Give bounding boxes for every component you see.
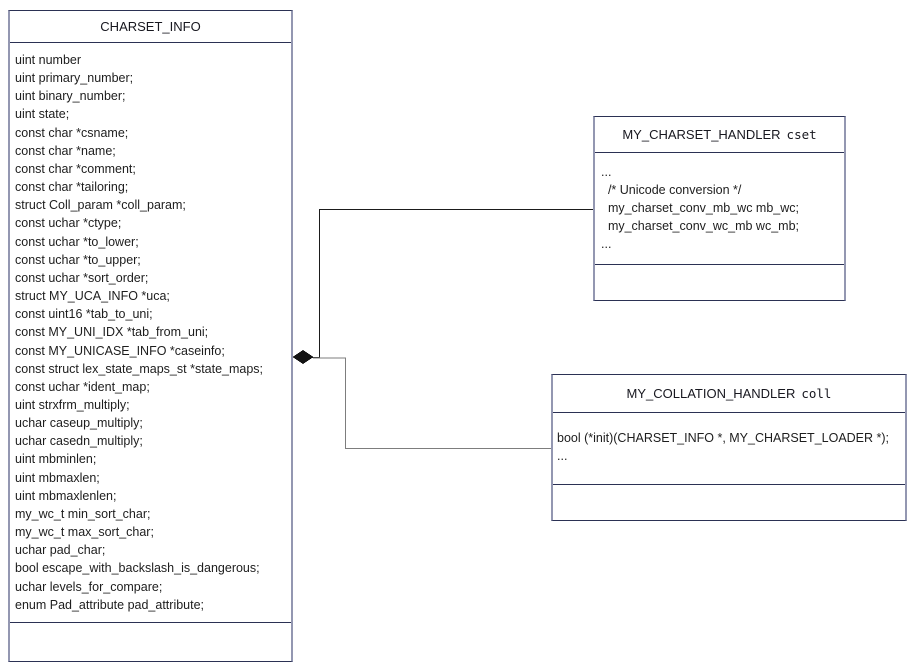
class-member-name: cset <box>786 127 817 142</box>
field: ... <box>601 237 612 251</box>
field: my_charset_conv_mb_wc mb_wc; <box>601 201 799 215</box>
field: my_wc_t max_sort_char; <box>15 525 154 540</box>
class-name: CHARSET_INFO <box>100 19 201 34</box>
class-title: CHARSET_INFO <box>10 11 291 43</box>
field: ... <box>601 165 612 179</box>
field: const struct lex_state_maps_st *state_ma… <box>15 361 264 376</box>
class-fields: ... /* Unicode conversion */ my_charset_… <box>595 153 844 265</box>
field: const MY_UNI_IDX *tab_from_uni; <box>15 325 209 340</box>
class-name: MY_CHARSET_HANDLER <box>622 127 781 142</box>
field: const uchar *ctype; <box>15 216 122 231</box>
empty-compartment <box>595 265 844 300</box>
class-title: MY_COLLATION_HANDLER coll <box>553 375 905 413</box>
class-fields: uint number uint primary_number;uint bina… <box>10 43 291 623</box>
field: uchar pad_char; <box>15 543 106 558</box>
field: my_charset_conv_wc_mb wc_mb; <box>601 219 799 233</box>
field: const uchar *sort_order; <box>15 270 149 285</box>
field: bool (*init)(CHARSET_INFO *, MY_CHARSET_… <box>557 431 890 445</box>
class-box-charset-info: CHARSET_INFO uint number uint primary_num… <box>8 10 293 662</box>
field: uint state; <box>15 107 70 122</box>
field: const char *comment; <box>15 161 136 176</box>
field: ... <box>557 449 568 463</box>
field: my_wc_t min_sort_char; <box>15 506 151 521</box>
field: /* Unicode conversion */ <box>601 183 742 197</box>
field: uint binary_number; <box>15 89 126 104</box>
field: const uchar *to_lower; <box>15 234 139 249</box>
field: struct Coll_param *coll_param; <box>15 198 186 213</box>
field: struct MY_UCA_INFO *uca; <box>15 289 170 304</box>
field: const uchar *to_upper; <box>15 252 141 267</box>
class-member-name: coll <box>801 386 832 401</box>
field: uint mbmaxlenlen; <box>15 488 117 503</box>
composition-diamond-icon <box>292 350 314 364</box>
field: const char *tailoring; <box>15 180 129 195</box>
field: uint primary_number; <box>15 71 134 86</box>
field: enum Pad_attribute pad_attribute; <box>15 597 205 612</box>
field: uint mbminlen; <box>15 452 97 467</box>
class-title: MY_CHARSET_HANDLER cset <box>595 117 844 153</box>
class-fields: bool (*init)(CHARSET_INFO *, MY_CHARSET_… <box>553 413 905 485</box>
class-box-my-collation-handler: MY_COLLATION_HANDLER coll bool (*init)(CH… <box>551 374 907 521</box>
field: const uchar *ident_map; <box>15 379 150 394</box>
field: const MY_UNICASE_INFO *caseinfo; <box>15 343 225 358</box>
connector-coll-line <box>313 357 551 450</box>
field: bool escape_with_backslash_is_dangerous; <box>15 561 260 576</box>
field: uint mbmaxlen; <box>15 470 100 485</box>
field: const char *name; <box>15 143 116 158</box>
class-name: MY_COLLATION_HANDLER <box>626 386 796 401</box>
field: uchar casedn_multiply; <box>15 434 143 449</box>
field: uint number <box>15 53 82 67</box>
field: uint strxfrm_multiply; <box>15 397 130 412</box>
field: uchar levels_for_compare; <box>15 579 163 594</box>
class-box-my-charset-handler: MY_CHARSET_HANDLER cset ... /* Unicode co… <box>593 116 846 301</box>
field: const uint16 *tab_to_uni; <box>15 307 153 322</box>
field: const char *csname; <box>15 125 129 140</box>
empty-compartment <box>10 623 291 661</box>
connector-cset-line <box>311 208 593 359</box>
empty-compartment <box>553 485 905 520</box>
field: uchar caseup_multiply; <box>15 416 143 431</box>
